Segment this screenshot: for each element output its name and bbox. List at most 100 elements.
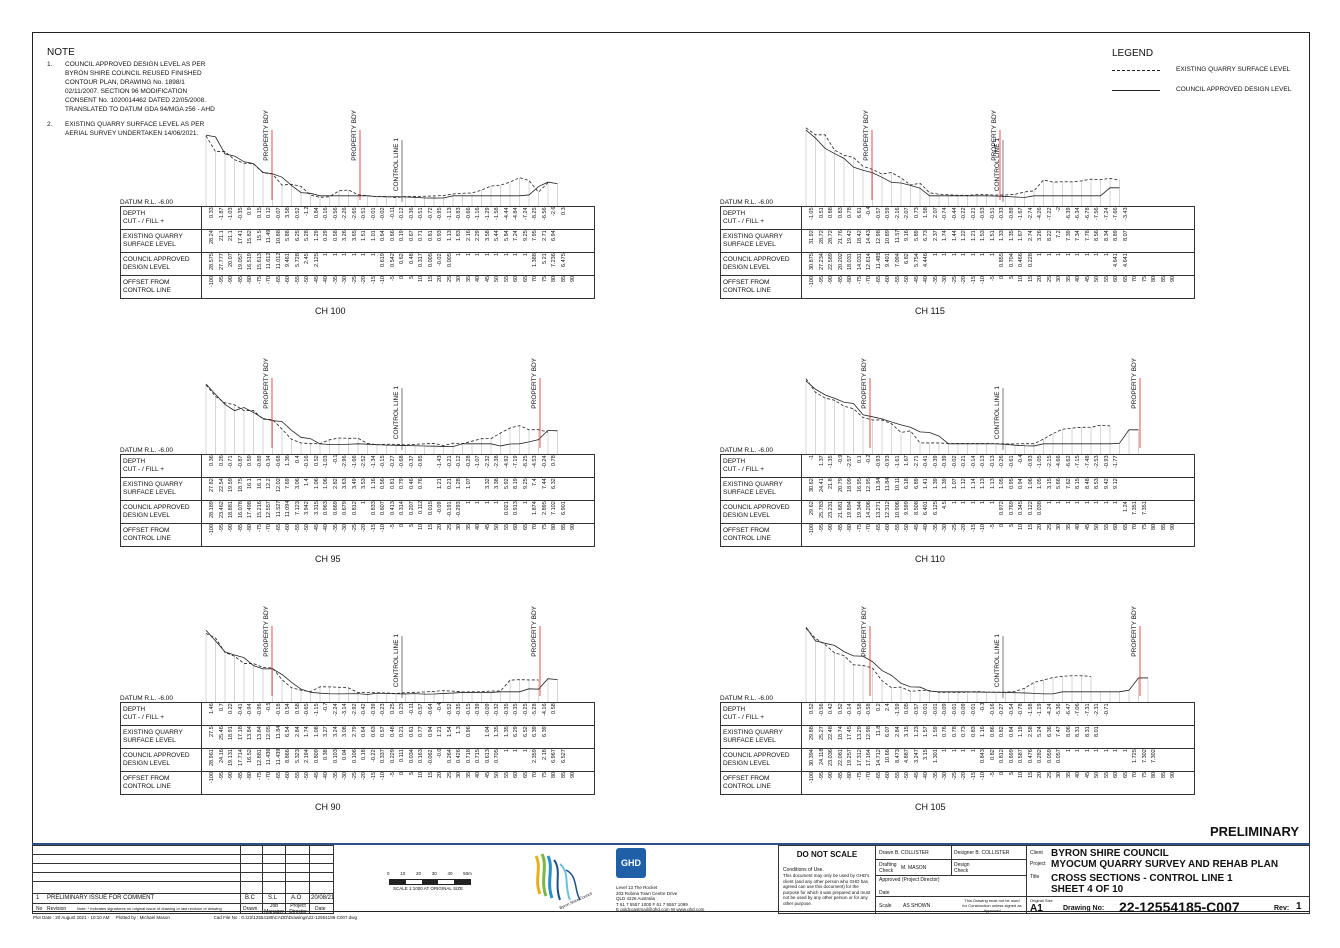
- value-cell: -5: [389, 276, 396, 281]
- value-cell: 16.95: [856, 478, 863, 492]
- value-cell: -0.09: [484, 703, 491, 716]
- value-cell: 3.15: [904, 726, 910, 737]
- value-cell: 0.812: [999, 749, 1005, 763]
- section-profile: [805, 626, 1149, 702]
- value-cell: 1: [1122, 749, 1129, 753]
- value-cell: -0.01: [932, 703, 939, 716]
- value-cell: 1: [1075, 501, 1081, 505]
- value-cell: 21.1: [218, 230, 225, 241]
- value-cell: 1.05: [1037, 478, 1043, 489]
- existing-surface-line: [805, 378, 1111, 445]
- value-cell: 0.021: [503, 501, 510, 515]
- legend-heading: LEGEND: [1112, 48, 1154, 59]
- value-cell: 0.82: [999, 726, 1005, 737]
- value-cell: 12.02: [275, 478, 282, 492]
- value-cell: 0.93: [437, 230, 443, 241]
- value-cell: 8.34: [1103, 230, 1110, 241]
- value-cell: -5: [389, 772, 396, 777]
- value-cell: -0.21: [446, 455, 453, 468]
- value-cell: 13.84: [256, 726, 263, 740]
- value-cell: -0.11: [389, 207, 396, 220]
- value-cell: 1.41: [923, 478, 929, 489]
- value-cell: -70: [866, 276, 872, 284]
- value-cell: 35: [1065, 772, 1072, 779]
- value-cell: -95: [218, 772, 225, 780]
- value-cell: 1.21: [970, 230, 977, 241]
- value-cell: -0.2: [866, 455, 872, 465]
- design-line-sample: [1112, 90, 1160, 91]
- value-cell: 0.034: [408, 749, 415, 763]
- value-cell: [1160, 253, 1170, 275]
- value-cell: [560, 703, 570, 725]
- value-cell: 28.189: [209, 501, 215, 518]
- value-cell: -3.43: [1122, 207, 1129, 220]
- property-bdy-label: PROPERTY BDY: [861, 606, 868, 657]
- value-cell: 4.446: [923, 253, 929, 267]
- value-cell: 0.207: [408, 501, 415, 515]
- value-cell: 23.462: [218, 501, 225, 518]
- value-cell: -20: [361, 524, 367, 532]
- value-cell: -0.4: [1018, 455, 1024, 465]
- value-cell: -5: [989, 772, 996, 777]
- value-cell: -0.85: [418, 455, 424, 468]
- value-cell: [1150, 253, 1160, 275]
- value-cell: 1.13: [446, 230, 453, 241]
- value-cell: 1.06: [1027, 478, 1034, 489]
- value-cell: 1.51: [361, 230, 367, 241]
- value-cell: 4.641: [1122, 253, 1129, 267]
- value-cell: [1169, 455, 1179, 477]
- value-cell: 0.2: [875, 703, 882, 711]
- value-cell: 11.012: [275, 253, 282, 270]
- value-cell: 1: [342, 253, 348, 257]
- value-cell: 1: [332, 253, 339, 257]
- value-cell: -0.1: [332, 455, 339, 465]
- value-cell: 6.52: [522, 726, 529, 737]
- section-title: CH 100: [315, 306, 346, 316]
- value-cell: 10: [1018, 276, 1024, 283]
- value-cell: 12.95: [866, 478, 872, 492]
- value-cell: -65: [275, 524, 282, 532]
- value-cell: -35: [332, 276, 339, 284]
- value-cell: -30: [342, 524, 348, 532]
- value-cell: -70: [866, 524, 872, 532]
- value-cell: 1.33: [999, 230, 1005, 241]
- value-cell: -1.29: [484, 207, 491, 220]
- value-cell: 0.96: [465, 726, 472, 737]
- value-cell: -15: [370, 524, 377, 532]
- value-cell: [1141, 230, 1151, 252]
- value-cell: 0.46: [408, 478, 415, 489]
- value-cell: 35: [465, 772, 472, 779]
- value-cell: 3.24: [332, 726, 339, 737]
- value-cell: 85: [1160, 524, 1167, 531]
- value-cell: 1.36: [285, 455, 291, 466]
- value-cell: -30: [942, 772, 948, 780]
- value-cell: 0.476: [1027, 749, 1034, 763]
- value-cell: -100: [209, 524, 215, 536]
- value-cell: 35: [1065, 524, 1072, 531]
- value-cell: 0: [999, 524, 1005, 528]
- value-cell: 3.942: [304, 501, 310, 515]
- value-cell: -10: [380, 524, 386, 532]
- value-cell: [1150, 207, 1160, 229]
- value-cell: -2.53: [1094, 455, 1100, 468]
- value-cell: 1.35: [494, 726, 500, 737]
- value-cell: [1131, 455, 1141, 477]
- value-cell: -60: [885, 524, 891, 532]
- value-cell: [569, 253, 579, 275]
- value-cell: 75: [1141, 276, 1148, 283]
- value-cell: -0.191: [446, 501, 453, 517]
- value-cell: 2.4: [885, 703, 891, 711]
- value-cell: 90: [1170, 772, 1176, 779]
- value-cell: 1.58: [923, 207, 929, 218]
- value-cell: 28.72: [828, 230, 834, 244]
- value-cell: 13.29: [856, 726, 863, 740]
